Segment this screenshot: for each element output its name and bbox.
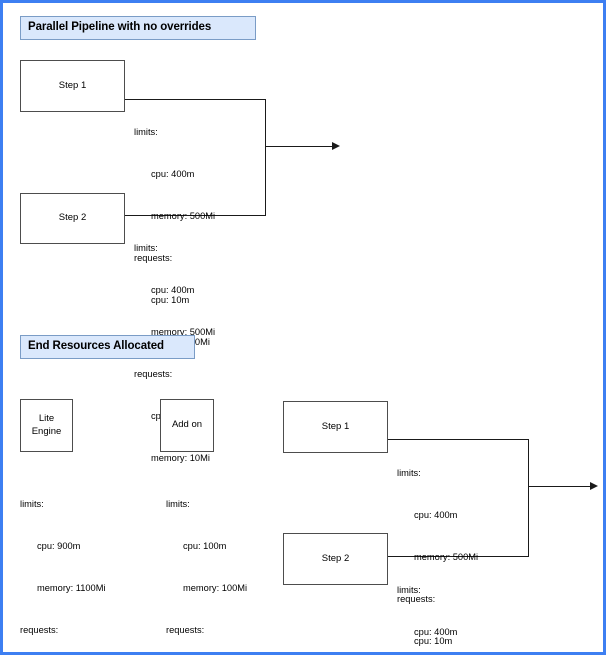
arrow-head-output-bottom bbox=[590, 482, 598, 490]
spec-add-on: limits: cpu: 100m memory: 100Mi requests… bbox=[166, 469, 248, 652]
spec-limits-label: limits: bbox=[134, 127, 158, 137]
box-lite-engine[interactable]: Lite Engine bbox=[20, 399, 73, 452]
spec-limits-memory: memory: 1100Mi bbox=[37, 583, 106, 593]
spec-limits-label: limits: bbox=[166, 499, 190, 509]
spec-requests-cpu: cpu: 10m bbox=[151, 295, 190, 305]
spec-requests-cpu: cpu: 10m bbox=[414, 636, 453, 646]
spec-requests-label: requests: bbox=[20, 625, 59, 635]
spec-step-1-bottom: limits: cpu: 400m memory: 500Mi requests… bbox=[397, 438, 479, 652]
box-add-on[interactable]: Add on bbox=[160, 399, 214, 452]
box-step-2-bottom[interactable]: Step 2 bbox=[283, 533, 388, 585]
section-title-parallel-pipeline: Parallel Pipeline with no overrides bbox=[20, 16, 256, 40]
connector-merge-bar-bottom bbox=[528, 439, 529, 557]
section-title-end-resources: End Resources Allocated bbox=[20, 335, 195, 359]
box-step-2-top[interactable]: Step 2 bbox=[20, 193, 125, 244]
spec-limits-cpu: cpu: 400m bbox=[414, 510, 458, 520]
box-step-1-top[interactable]: Step 1 bbox=[20, 60, 125, 112]
spec-requests-label: requests: bbox=[166, 625, 205, 635]
spec-limits-label: limits: bbox=[20, 499, 44, 509]
diagram-canvas: Parallel Pipeline with no overrides Step… bbox=[3, 3, 603, 652]
spec-limits-cpu: cpu: 900m bbox=[37, 541, 81, 551]
spec-requests-memory: memory: 10Mi bbox=[151, 453, 210, 463]
connector-merge-bar-top bbox=[265, 99, 266, 216]
spec-limits-label: limits: bbox=[397, 585, 421, 595]
connector-output-arrow-line-top bbox=[265, 146, 333, 147]
connector-step1-top-horizontal bbox=[125, 99, 266, 100]
spec-requests-label: requests: bbox=[397, 594, 436, 604]
connector-step2-bottom-horizontal bbox=[388, 556, 529, 557]
spec-limits-label: limits: bbox=[397, 468, 421, 478]
box-step-1-bottom[interactable]: Step 1 bbox=[283, 401, 388, 453]
spec-lite-engine: limits: cpu: 900m memory: 1100Mi request… bbox=[20, 469, 106, 652]
connector-output-arrow-line-bottom bbox=[528, 486, 591, 487]
spec-step-2-bottom: limits: cpu: 400m memory: 500Mi requests… bbox=[397, 555, 478, 652]
spec-limits-cpu: cpu: 100m bbox=[183, 541, 227, 551]
spec-limits-label: limits: bbox=[134, 243, 158, 253]
spec-limits-memory: memory: 500Mi bbox=[151, 327, 216, 337]
spec-limits-memory: memory: 100Mi bbox=[183, 583, 248, 593]
spec-requests-label: requests: bbox=[134, 369, 173, 379]
arrow-head-output-top bbox=[332, 142, 340, 150]
spec-limits-memory: memory: 500Mi bbox=[151, 211, 216, 221]
connector-step1-bottom-horizontal bbox=[388, 439, 529, 440]
spec-limits-cpu: cpu: 400m bbox=[151, 169, 195, 179]
connector-step2-top-horizontal bbox=[125, 215, 266, 216]
spec-limits-memory: memory: 500Mi bbox=[414, 552, 479, 562]
spec-requests-label: requests: bbox=[134, 253, 173, 263]
spec-limits-cpu: cpu: 400m bbox=[151, 285, 195, 295]
spec-limits-cpu: cpu: 400m bbox=[414, 627, 458, 637]
